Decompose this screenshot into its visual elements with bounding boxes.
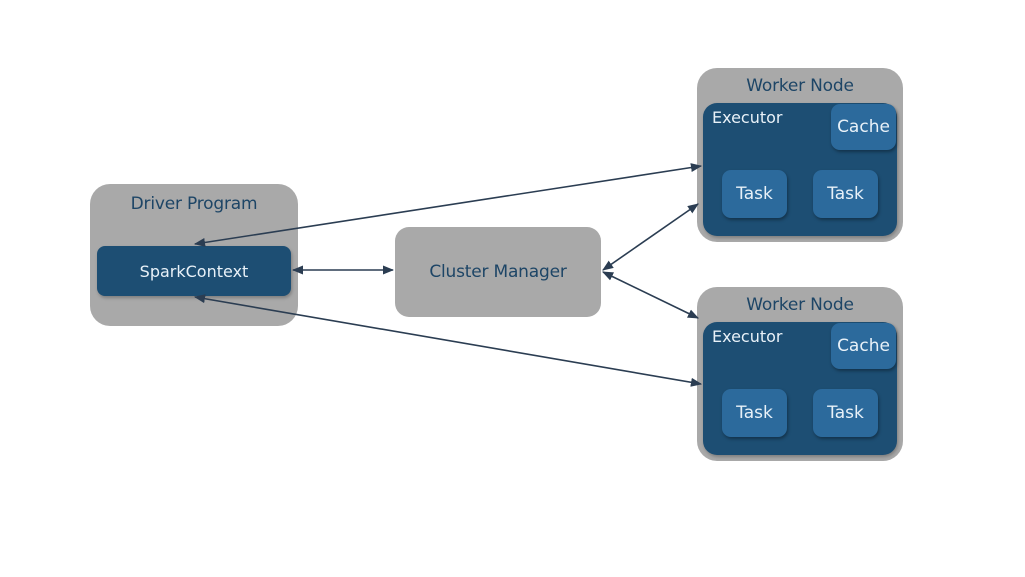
executor: Executor Cache Task Task [703,322,897,455]
cache: Cache [831,104,896,150]
task: Task [722,389,787,437]
task: Task [813,170,878,218]
executor: Executor Cache Task Task [703,103,897,236]
worker-node-title: Worker Node [746,76,854,96]
worker-node: Worker Node Executor Cache Task Task [697,68,903,242]
arrow-cluster-to-worker-2 [601,271,700,319]
cache: Cache [831,323,896,369]
executor-label: Executor [712,327,783,346]
task: Task [813,389,878,437]
spark-context-label: SparkContext [139,261,249,281]
cluster-manager-node: Cluster Manager [395,227,601,317]
worker-node-title: Worker Node [746,295,854,315]
cache-label: Cache [837,117,890,137]
spark-context-node: SparkContext [97,246,291,296]
arrow-cluster-to-worker-1 [602,203,699,271]
driver-program-title: Driver Program [130,194,258,214]
task-label: Task [827,403,864,423]
cluster-manager-label: Cluster Manager [429,262,567,282]
task-label: Task [736,403,773,423]
task-label: Task [827,184,864,204]
cache-label: Cache [837,336,890,356]
executor-label: Executor [712,108,783,127]
task: Task [722,170,787,218]
task-label: Task [736,184,773,204]
worker-node: Worker Node Executor Cache Task Task [697,287,903,461]
